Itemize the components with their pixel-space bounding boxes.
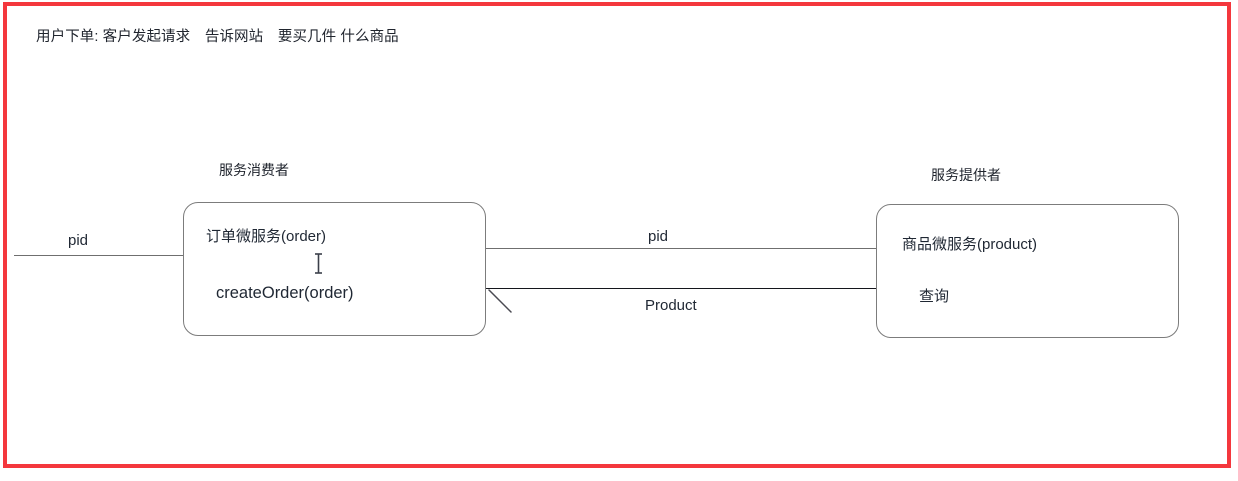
order-service-title: 订单微服务(order) — [206, 228, 327, 245]
product-service-title: 商品微服务(product) — [902, 236, 1038, 253]
text-caret-icon — [314, 253, 323, 274]
incoming-request-line — [14, 255, 186, 256]
response-edge-label: Product — [645, 297, 697, 314]
consumer-group-caption: 服务消费者 — [219, 162, 289, 178]
request-edge-line — [486, 248, 878, 249]
product-service-method: 查询 — [919, 288, 950, 305]
order-service-node[interactable]: 订单微服务(order) createOrder(order) — [183, 202, 486, 336]
provider-group-caption: 服务提供者 — [931, 167, 1001, 183]
request-edge-label: pid — [648, 228, 669, 245]
incoming-request-label: pid — [68, 232, 89, 249]
page-title: 用户下单: 客户发起请求 告诉网站 要买几件 什么商品 — [36, 29, 399, 45]
order-service-method: createOrder(order) — [216, 284, 354, 302]
response-edge-line — [486, 288, 878, 289]
product-service-node[interactable]: 商品微服务(product) 查询 — [876, 204, 1179, 338]
